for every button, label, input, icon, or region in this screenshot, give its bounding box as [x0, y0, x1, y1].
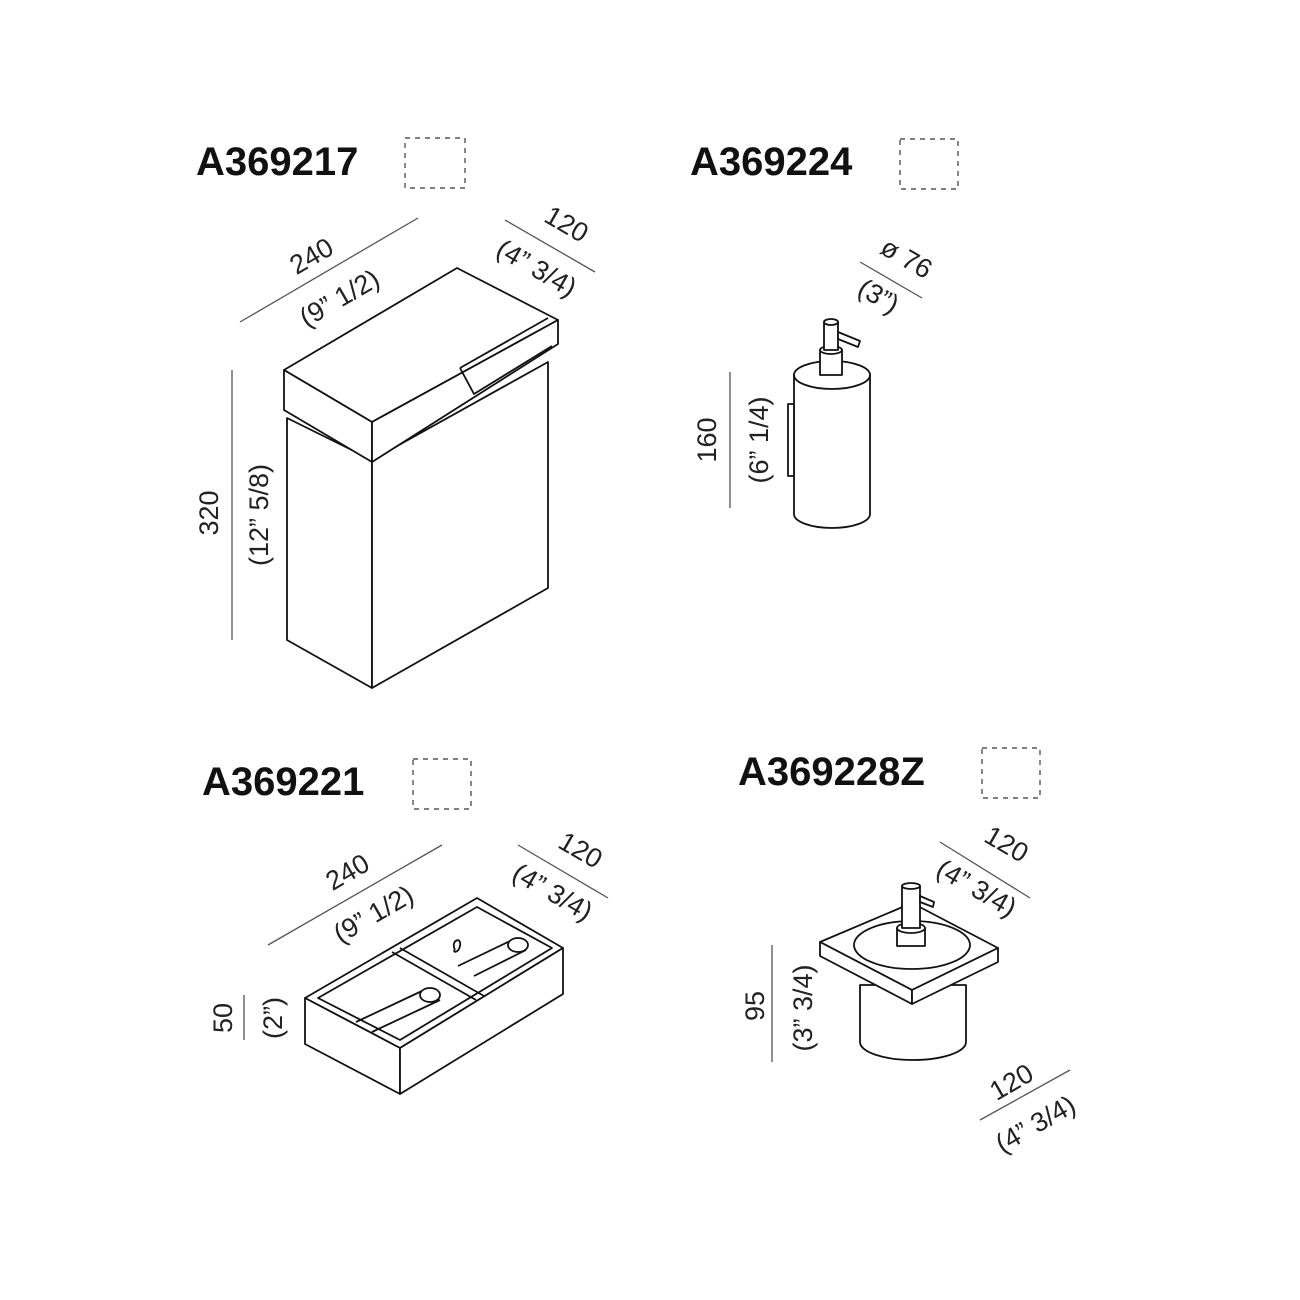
depth-dimension-line [939, 841, 1031, 899]
height-in-label: (12” 5/8) [244, 464, 274, 566]
height-mm-label: 50 [208, 1003, 238, 1033]
product-code: A369217 [196, 140, 358, 184]
depth-dimension-line [517, 844, 609, 899]
depth-in-label: (4” 3/4) [931, 853, 1021, 922]
width-mm-label: 120 [984, 1058, 1038, 1107]
color-swatch-placeholder [404, 137, 466, 189]
color-swatch-placeholder [981, 747, 1041, 799]
height-mm-label: 320 [194, 490, 224, 535]
width-dimension-line [267, 844, 443, 946]
width-mm-label: 240 [284, 232, 338, 281]
wall-bin-drawing [283, 267, 559, 689]
color-swatch-placeholder [412, 758, 472, 810]
tray-drawing [304, 897, 564, 1095]
product-a369224: A369224 ø 76 (3”) 160 (6” 1/4) [690, 138, 959, 529]
height-mm-label: 160 [692, 417, 722, 462]
plate-dispenser-drawing [819, 882, 999, 1061]
width-dimension-line [979, 1069, 1071, 1121]
product-a369228z: A369228Z 120 (4” 3/4) 95 (3” 3/4) 120 (4… [738, 747, 1081, 1159]
product-code: A369228Z [738, 750, 925, 794]
height-in-label: (6” 1/4) [744, 396, 774, 483]
height-in-label: (2”) [258, 997, 288, 1039]
height-in-label: (3” 3/4) [788, 964, 818, 1051]
depth-mm-label: 120 [553, 826, 607, 875]
soap-dispenser-drawing [787, 318, 871, 529]
product-code: A369224 [690, 140, 853, 184]
depth-dimension-line [504, 219, 596, 273]
color-swatch-placeholder [899, 138, 959, 190]
depth-mm-label: 120 [539, 200, 593, 249]
depth-mm-label: 120 [979, 820, 1033, 869]
product-a369217: A369217 240 (9” 1/2) 120 (4” 3/4) 320 (1… [194, 137, 596, 689]
product-code: A369221 [202, 760, 364, 804]
diameter-in-label: (3”) [853, 273, 904, 320]
width-dimension-line [239, 217, 419, 323]
height-mm-label: 95 [740, 991, 770, 1021]
product-a369221: A369221 240 (9” 1/2) 120 (4” 3/4) 50 (2”… [202, 758, 609, 1095]
diameter-dimension-line [859, 261, 923, 299]
